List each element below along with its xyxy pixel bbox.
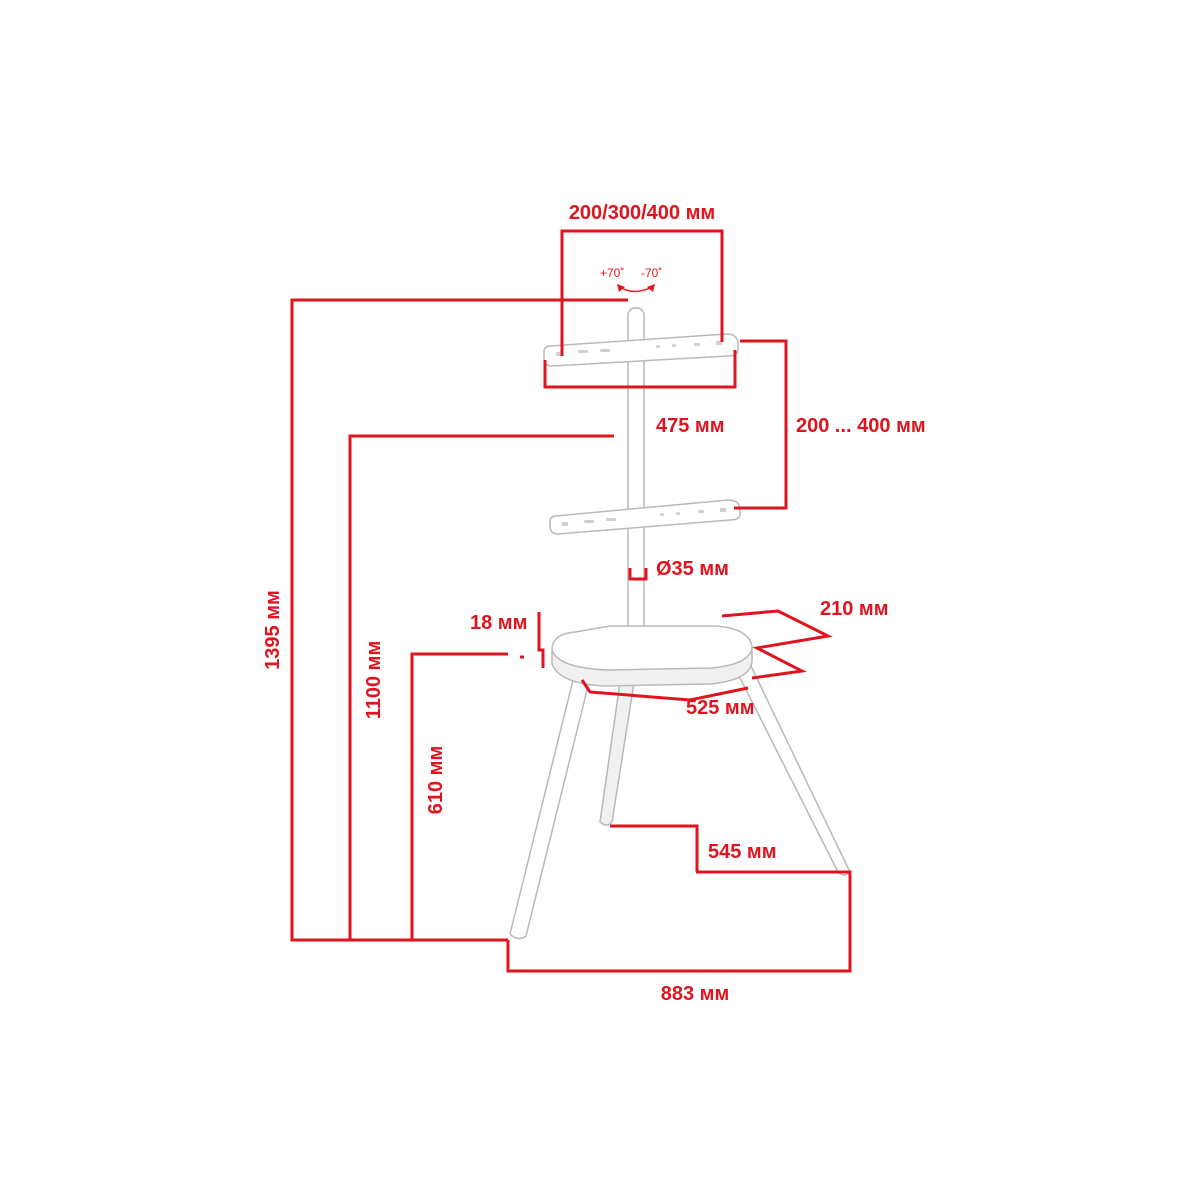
total-height-line — [290, 298, 628, 942]
bracket-range-label: 200 ... 400 мм — [796, 415, 926, 437]
base-width-line — [506, 870, 852, 973]
vesa-label: 200/300/400 мм — [569, 202, 715, 224]
total-height-label: 1395 мм — [262, 590, 284, 670]
tv-stand-illustration — [509, 307, 851, 940]
shelf-height-line — [410, 652, 508, 940]
shelf-width-line — [580, 679, 749, 702]
bracket-width-line — [543, 350, 737, 389]
tilt-plus-label: +70˚ — [600, 266, 624, 280]
shelf-depth-label: 210 мм — [820, 598, 889, 620]
vesa-dimension-line — [560, 229, 724, 356]
shelf-thickness-line — [537, 612, 545, 668]
top-bracket — [543, 333, 739, 367]
bracket-gap-label: 475 мм — [656, 415, 725, 437]
shelf — [551, 625, 753, 687]
bottom-bracket — [549, 499, 741, 535]
mid-height-line — [348, 434, 614, 940]
back-leg — [599, 667, 637, 826]
tilt-arrow-icon — [617, 284, 655, 293]
base-depth-line — [610, 824, 699, 872]
dimension-lines — [290, 229, 852, 973]
base-width-label: 883 мм — [661, 983, 730, 1005]
mid-height-label: 1100 мм — [363, 641, 385, 720]
left-leg — [509, 667, 593, 940]
bracket-range-line — [734, 339, 788, 510]
pole-diameter-label: Ø35 мм — [656, 558, 729, 580]
tilt-minus-label: -70˚ — [641, 266, 662, 280]
dimension-labels: 200/300/400 мм +70˚ -70˚ 475 мм 200 ... … — [262, 202, 926, 1005]
pole-diameter-line — [628, 568, 648, 581]
shelf-width-label: 525 мм — [686, 697, 755, 719]
shelf-height-label: 610 мм — [425, 746, 447, 815]
base-depth-label: 545 мм — [708, 841, 777, 863]
shelf-depth-line — [721, 609, 833, 680]
shelf-thickness-label: 18 мм — [470, 612, 527, 634]
